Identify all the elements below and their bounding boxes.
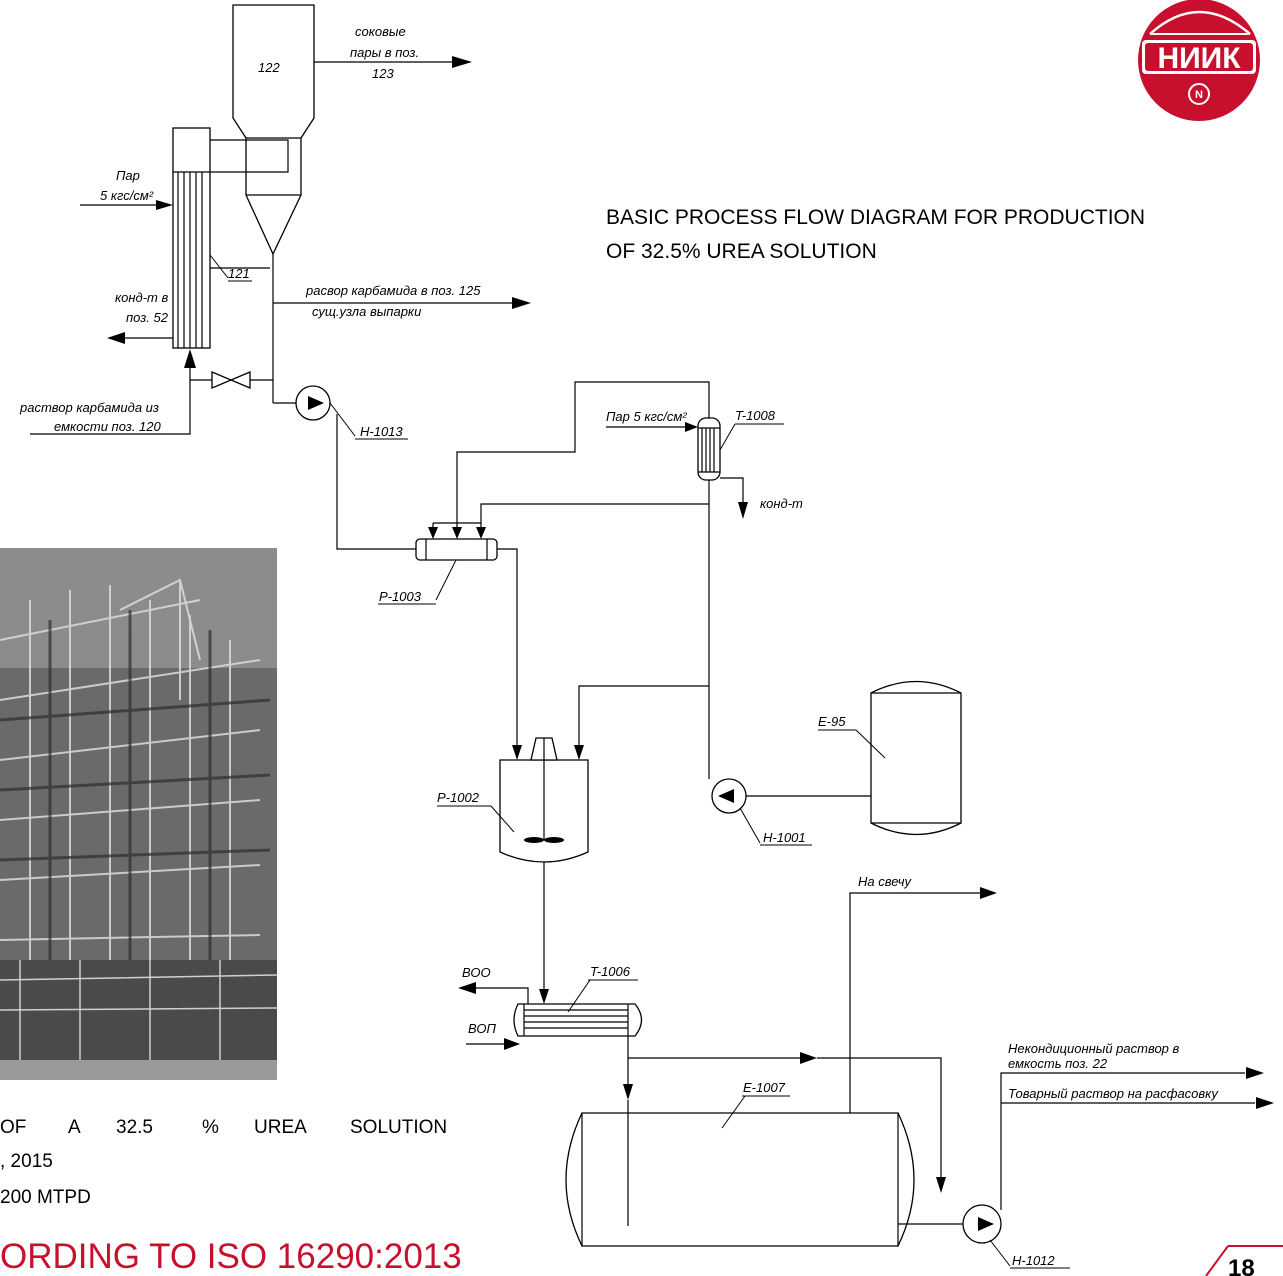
stream-offspec-1: Некондиционный раствор в [1008,1041,1180,1056]
diagram-title-line-1: BASIC PROCESS FLOW DIAGRAM FOR PRODUCTIO… [606,206,1145,229]
stream-product: Товарный раствор на расфасовку [1008,1086,1219,1101]
page-number: 18 [1228,1255,1255,1276]
page-number-badge: 18 [1205,1245,1283,1276]
caption-line-2: , 2015 [0,1151,53,1172]
caption-word-3: 32.5 [116,1117,153,1138]
stream-juice-vapors-1: соковые [355,24,406,39]
stream-steam-121-1: Пар [116,168,140,183]
heater-t-1008 [697,417,721,481]
stream-offspec-2: емкость поз. 22 [1008,1056,1108,1071]
logo-mark: N [1195,89,1203,101]
label-121: 121 [228,266,250,281]
caption-word-1: OF [0,1117,26,1138]
label-h-1013: H-1013 [360,424,403,439]
tank-e-95 [870,680,962,836]
caption-word-4: % [202,1117,219,1138]
diagram-title-line-2: OF 32.5% UREA SOLUTION [606,240,877,263]
stream-voo: ВОО [462,965,491,980]
pump-h-1013 [295,385,331,421]
label-p-1003: P-1003 [379,589,422,604]
label-e-95: E-95 [818,714,846,729]
label-t-1006: T-1006 [590,964,631,979]
label-e-1007: E-1007 [743,1080,786,1095]
reactor-p-1002 [499,737,589,863]
tank-e-1007 [565,1112,915,1247]
plant-photo [0,548,278,1080]
stream-to-flare: На свечу [858,874,912,889]
stream-juice-vapors-2: пары в поз. [350,45,419,60]
vessel-122 [232,4,315,256]
label-h-1012: H-1012 [1012,1253,1055,1268]
stream-cond-t-1008: конд-т [760,496,803,511]
caption-word-5: UREA [254,1117,307,1138]
stream-urea-from-120-2: емкости поз. 120 [54,419,161,434]
stream-vop: ВОП [468,1021,496,1036]
label-122: 122 [258,60,280,75]
mixer-p-1003 [415,538,498,561]
company-logo: НИИК N [1138,0,1260,121]
heater-121 [172,127,211,349]
caption-word-6: SOLUTION [350,1117,447,1138]
caption-word-2: A [68,1117,81,1138]
stream-steam-121-2: 5 кгс/см² [100,188,154,203]
stream-urea-to-125-2: сущ.узла выпарки [312,304,421,319]
stream-urea-from-120-1: раствор карбамида из [19,400,159,415]
stream-urea-to-125-1: расвор карбамида в поз. 125 [305,283,481,298]
pump-h-1001 [711,778,747,814]
stream-cond-52-1: конд-т в [115,290,168,305]
label-h-1001: H-1001 [763,830,806,845]
caption-line-3: 200 MTPD [0,1187,91,1208]
stream-steam-t-1008: Пар 5 кгс/см² [606,409,687,424]
caption-line-1: OF A 32.5 % UREA SOLUTION [0,1117,447,1138]
logo-text: НИИК [1157,42,1241,75]
stream-juice-vapors-3: 123 [372,66,394,81]
label-t-1008: T-1008 [735,408,776,423]
label-p-1002: P-1002 [437,790,480,805]
pump-h-1012 [962,1204,1002,1244]
cooler-t-1006 [513,1003,643,1037]
caption-standard: ORDING TO ISO 16290:2013 [0,1237,462,1276]
stream-cond-52-2: поз. 52 [126,310,169,325]
